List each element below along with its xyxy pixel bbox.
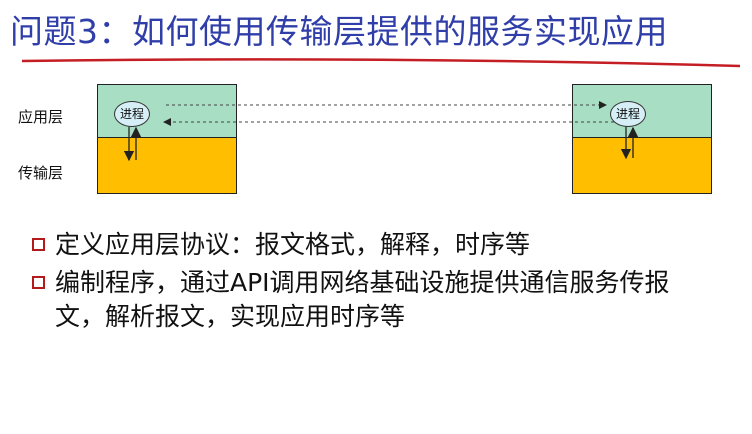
bullet-text: 定义应用层协议：报文格式，解释，时序等 bbox=[55, 230, 531, 259]
bullet-text: 编制程序，通过API调用网络基础设施提供通信服务传报文，解析报文，实现应用时序等 bbox=[55, 268, 670, 331]
transport-layer-label: 传输层 bbox=[18, 164, 64, 182]
square-bullet-icon bbox=[32, 276, 45, 289]
bullet-item: 定义应用层协议：报文格式，解释，时序等 bbox=[32, 228, 732, 262]
left-host-stack bbox=[97, 84, 237, 194]
left-process: 进程 bbox=[114, 101, 150, 127]
slide-title: 问题3：如何使用传输层提供的服务实现应用 bbox=[10, 12, 668, 51]
title-underline bbox=[21, 58, 741, 68]
bullet-list: 定义应用层协议：报文格式，解释，时序等 编制程序，通过API调用网络基础设施提供… bbox=[32, 228, 732, 338]
square-bullet-icon bbox=[32, 238, 45, 251]
right-host-stack bbox=[572, 84, 712, 194]
bullet-item: 编制程序，通过API调用网络基础设施提供通信服务传报文，解析报文，实现应用时序等 bbox=[32, 266, 732, 334]
application-layer-label: 应用层 bbox=[18, 108, 64, 126]
right-process: 进程 bbox=[610, 101, 646, 127]
right-transport-layer bbox=[573, 138, 711, 193]
left-transport-layer bbox=[98, 138, 236, 193]
